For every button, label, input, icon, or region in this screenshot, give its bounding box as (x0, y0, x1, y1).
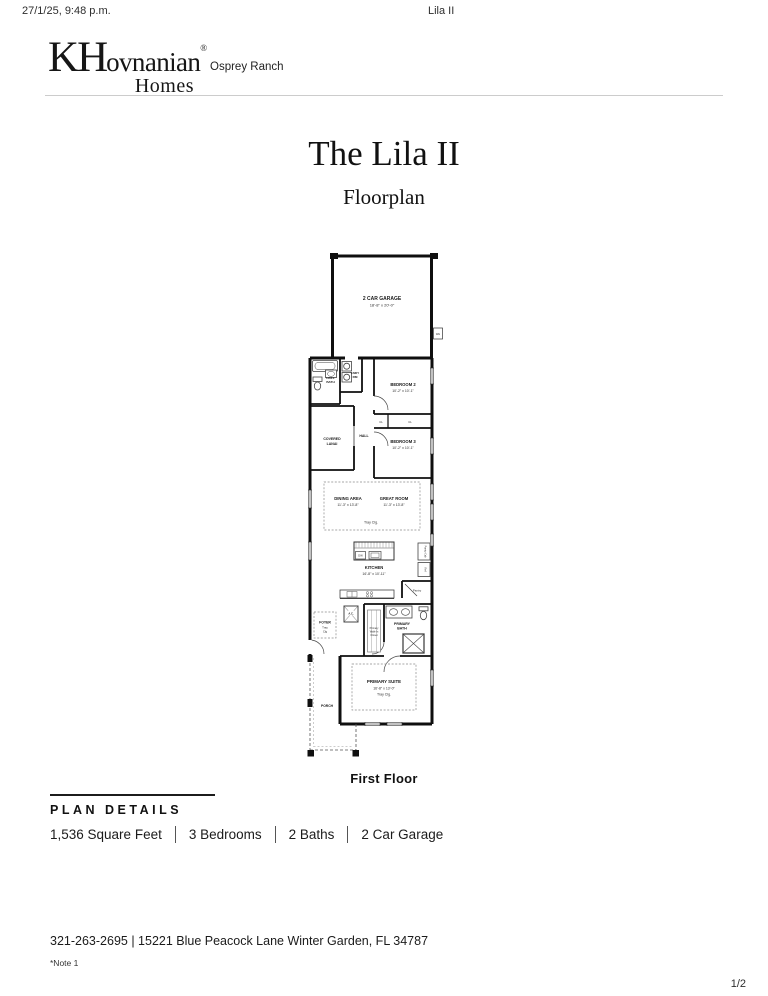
header-divider (45, 95, 723, 96)
kitchen-island: DW (353, 541, 395, 561)
brand-logo-wordmark: KHovnanian® (48, 34, 208, 81)
contact-line: 321-263-2695 | 15221 Blue Peacock Lane W… (50, 934, 429, 948)
water-heater: WH (433, 327, 443, 340)
registered-mark: ® (200, 43, 208, 53)
pantry-cabinet: Pantry Cab (417, 542, 431, 561)
foyer-tray-2: Clg (323, 630, 328, 634)
hall-label: HALL (359, 434, 369, 438)
lanai-label-1: COVERED (323, 437, 341, 441)
foyer-tray-1: Tray (322, 626, 328, 630)
laundry-label-1: LNDY (351, 371, 360, 375)
pantry-walls (401, 580, 432, 598)
primary-suite-label: PRIMARY SUITE (367, 679, 401, 684)
hall-bath-label-2: BATH (326, 380, 335, 384)
garage-pier-left (330, 253, 338, 259)
plan-details-heading: PLAN DETAILS (50, 803, 183, 817)
refrigerator: Ref (417, 562, 431, 577)
laundry-label-2: RM (353, 375, 358, 379)
plan-details-divider (50, 794, 215, 796)
floorplan-drawing: WH (307, 253, 443, 757)
primary-bath-fixtures (385, 605, 429, 654)
community-name: Osprey Ranch (210, 61, 284, 73)
garage-dims: 18'-8" x 20'-0" (370, 303, 395, 308)
plan-detail-bedrooms: 3 Bedrooms (188, 827, 262, 842)
brand-logo: KHovnanian® Homes (48, 34, 208, 98)
plan-detail-separator (174, 826, 176, 843)
laundry-fixtures (341, 361, 352, 383)
ac-closet: A.C. (343, 605, 359, 623)
logo-letter-h: H (77, 34, 108, 81)
plan-detail-separator (347, 826, 349, 843)
walkin-closet-shelves (367, 609, 381, 653)
note-line: *Note 1 (50, 958, 79, 968)
great-room-dims: 11'-3" x 13'-8" (383, 503, 405, 507)
wic-label-3: Closet (370, 633, 378, 637)
kitchen-counter (339, 589, 395, 599)
dining-label: DINING AREA (334, 496, 362, 501)
primary-bath-label-2: BATH (397, 627, 407, 631)
windows (307, 367, 435, 726)
porch-label: PORCH (321, 704, 334, 708)
closet2-label: CL (408, 420, 412, 424)
closet1-label: CL (379, 420, 383, 424)
floorplan-figure: WH (290, 246, 478, 774)
bedroom2-label: BEDROOM 2 (390, 382, 416, 387)
plan-detail-sqft: 1,536 Square Feet (50, 827, 162, 842)
walkin-closet-walls (363, 603, 385, 656)
lanai-label-2: LANAI (327, 442, 338, 446)
wic-label-1: Primary (370, 626, 379, 630)
garage-pier-right (430, 253, 438, 259)
print-doc-title: Lila II (428, 5, 455, 17)
lanai-walls (310, 405, 355, 471)
foyer-label: FOYER (319, 621, 331, 625)
ac-label: A.C. (348, 611, 354, 615)
primary-suite-tray: Tray Clg. (377, 693, 391, 697)
print-datetime: 27/1/25, 9:48 p.m. (22, 5, 111, 17)
wh-label: WH (436, 332, 440, 336)
kitchen-dims: 16'-8" x 10'-11" (362, 572, 386, 576)
plan-details-row: 1,536 Square Feet 3 Bedrooms 2 Baths 2 C… (50, 826, 443, 843)
entry-door-gap (308, 640, 312, 654)
primary-bath-label-1: PRIMARY (394, 622, 411, 626)
plan-detail-separator (274, 826, 276, 843)
pantry-cab-label: Pantry Cab (424, 546, 427, 559)
tray-ceiling-outlines (313, 481, 421, 711)
tray-clg-label: Tray Clg. (364, 521, 378, 525)
wic-label-2: Walk-In (370, 630, 379, 634)
kitchen-label: KITCHEN (365, 565, 384, 570)
logo-homes: Homes (134, 75, 194, 97)
bedroom2-dims: 10'-2" x 10'-1" (392, 389, 414, 393)
primary-suite-dims: 16'-8" x 13'-0" (373, 687, 395, 691)
ref-label: Ref (424, 567, 428, 571)
dining-dims: 11'-3" x 13'-8" (337, 503, 359, 507)
page-subtitle: Floorplan (343, 185, 425, 209)
plan-detail-baths: 2 Baths (288, 827, 335, 842)
pantry-label: Pantry (413, 589, 422, 593)
logo-name-rest: ovnanian (106, 47, 201, 77)
bedroom3-dims: 10'-2" x 10'-1" (392, 446, 414, 450)
plan-detail-garage: 2 Car Garage (361, 827, 444, 842)
bedroom3-label: BEDROOM 3 (390, 439, 416, 444)
garage-door-gap (345, 355, 358, 361)
great-room-label: GREAT ROOM (380, 496, 409, 501)
porch-outline (307, 655, 359, 757)
dishwasher-label: DW (358, 554, 363, 558)
logo-letter-k: K (48, 34, 79, 81)
hall-bath-fixtures (312, 360, 338, 391)
page-indicator: 1/2 (730, 978, 746, 990)
page-title: The Lila II (308, 134, 460, 173)
floor-caption: First Floor (350, 771, 418, 786)
garage-label: 2 CAR GARAGE (363, 296, 402, 302)
hall-bath-label-1: HALL (326, 376, 334, 380)
